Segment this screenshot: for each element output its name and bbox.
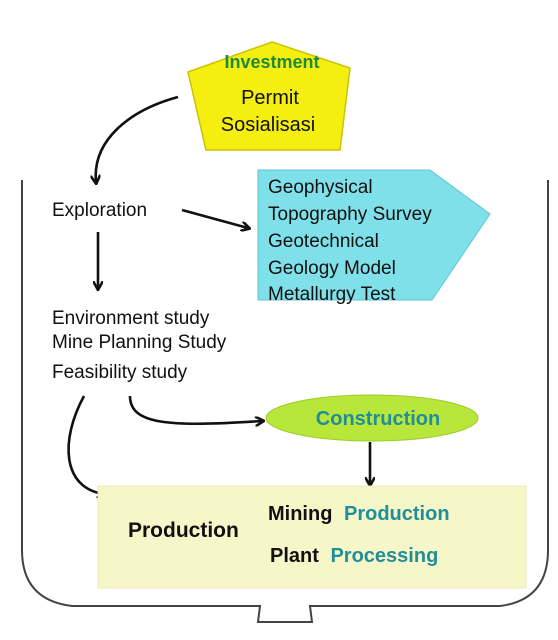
exploration-item-geology: Geology Model	[268, 258, 396, 279]
processing-word: Processing	[330, 545, 438, 567]
plant-processing-line: Plant Processing	[270, 545, 438, 567]
arrow-studies-to-construction	[128, 395, 262, 424]
exploration-item-geophysical: Geophysical	[268, 177, 373, 198]
investment-title: Investment	[224, 52, 319, 72]
exploration-label: Exploration	[52, 200, 147, 221]
exploration-details-box	[257, 169, 491, 301]
study-mine-planning: Mine Planning Study	[52, 332, 227, 353]
exploration-item-metallurgy: Metallurgy Test	[268, 284, 396, 305]
investment-pentagon	[187, 41, 351, 151]
arrow-studies-to-production	[67, 395, 104, 494]
construction-label: Construction	[316, 408, 440, 430]
mining-production-word: Production	[344, 503, 450, 525]
investment-line-permit: Permit	[241, 87, 299, 109]
arrow-investment-to-exploration	[96, 95, 179, 182]
construction-ellipse	[265, 394, 479, 442]
arrow-exploration-to-box	[181, 208, 248, 228]
study-environment: Environment study	[52, 308, 210, 329]
mining-word: Mining	[268, 503, 332, 525]
exploration-item-topography: Topography Survey	[268, 204, 432, 225]
production-box	[97, 485, 527, 589]
outer-container	[21, 180, 549, 623]
mining-production-line: Mining Production	[268, 503, 450, 525]
investment-line-sosialisasi: Sosialisasi	[221, 114, 315, 136]
production-label: Production	[128, 519, 239, 542]
study-feasibility: Feasibility study	[52, 362, 188, 383]
plant-word: Plant	[270, 545, 319, 567]
production-label-text: Production	[128, 519, 239, 542]
exploration-item-geotechnical: Geotechnical	[268, 231, 379, 252]
